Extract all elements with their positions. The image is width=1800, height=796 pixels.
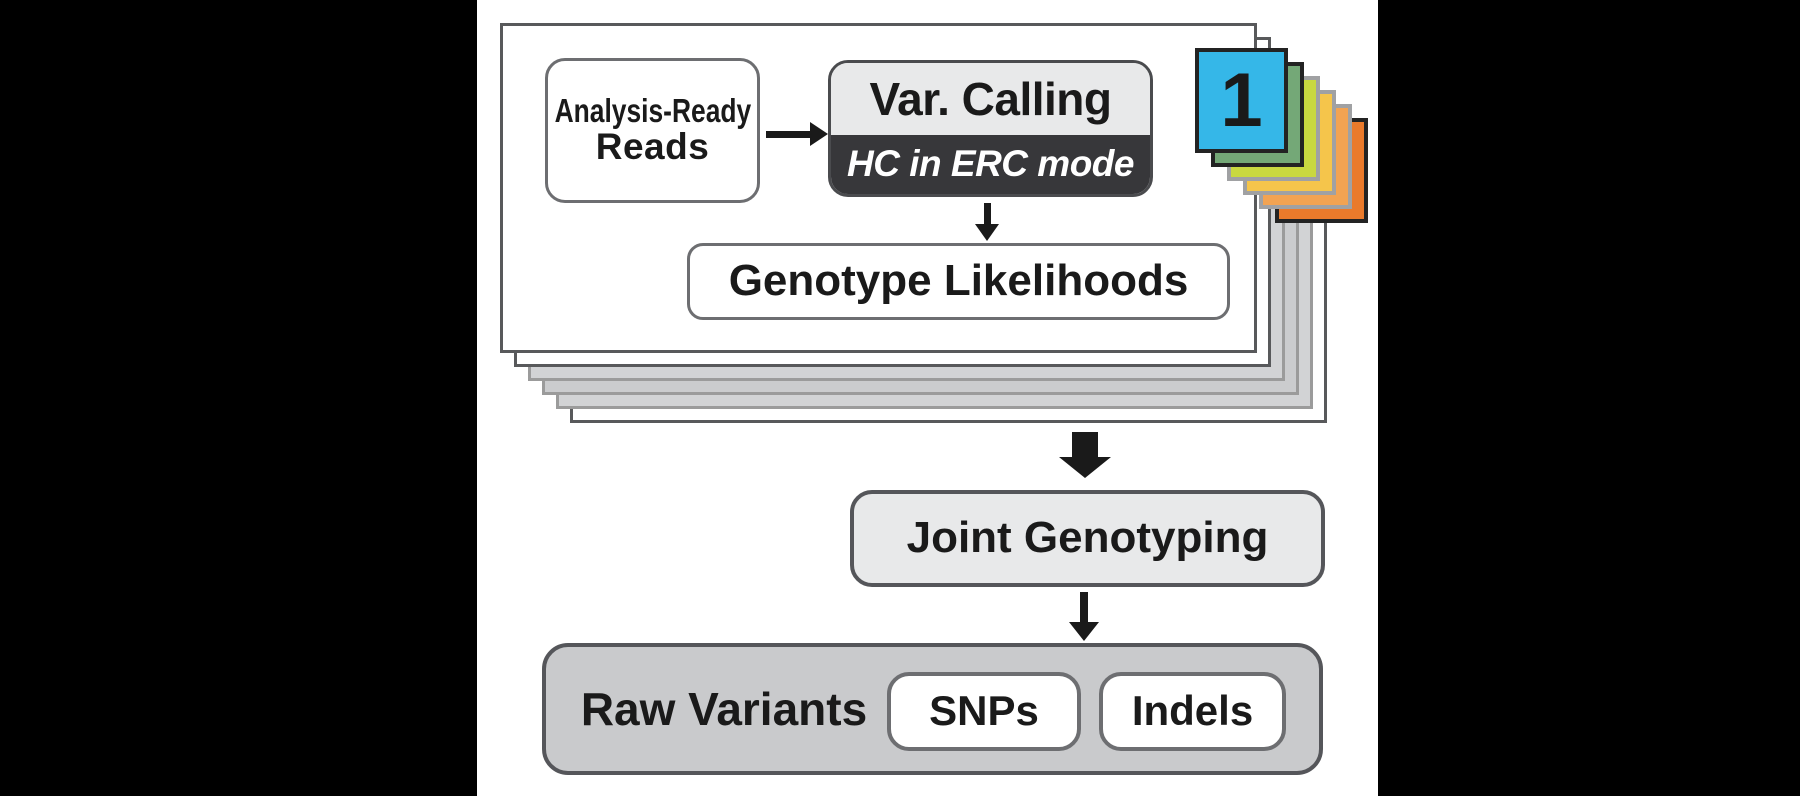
arrowhead-right-icon: [810, 122, 828, 146]
var-calling-box: Var. Calling HC in ERC mode: [828, 60, 1153, 197]
hc-erc-mode-banner: HC in ERC mode: [831, 135, 1150, 194]
var-calling-title: Var. Calling: [831, 63, 1150, 135]
indels-box: Indels: [1099, 672, 1286, 751]
arrow-reads-to-varcalling: [766, 131, 812, 138]
snps-box: SNPs: [887, 672, 1081, 751]
big-arrowhead-down-icon: [1059, 457, 1111, 478]
joint-genotyping-box: Joint Genotyping: [850, 490, 1325, 587]
analysis-ready-reads-box: Analysis-Ready Reads: [545, 58, 760, 203]
genotype-likelihoods-label: Genotype Likelihoods: [728, 256, 1189, 306]
analysis-ready-label: Analysis-Ready: [554, 91, 751, 129]
genotype-likelihoods-box: Genotype Likelihoods: [687, 243, 1230, 320]
raw-variants-container: Raw Variants SNPs Indels: [542, 643, 1323, 775]
arrow-joint-to-raw-variants: [1080, 592, 1088, 623]
joint-genotyping-label: Joint Genotyping: [906, 513, 1269, 563]
reads-label: Reads: [595, 126, 710, 168]
arrowhead-down-icon: [1069, 622, 1099, 641]
snps-label: SNPs: [929, 687, 1039, 735]
arrow-varcalling-to-likelihoods: [984, 203, 991, 225]
arrow-stack-to-joint-genotyping: [1072, 432, 1098, 458]
indels-label: Indels: [1131, 687, 1254, 735]
raw-variants-label: Raw Variants: [580, 682, 868, 735]
sample-tab-1: 1: [1195, 48, 1288, 153]
arrowhead-down-icon: [975, 224, 999, 241]
